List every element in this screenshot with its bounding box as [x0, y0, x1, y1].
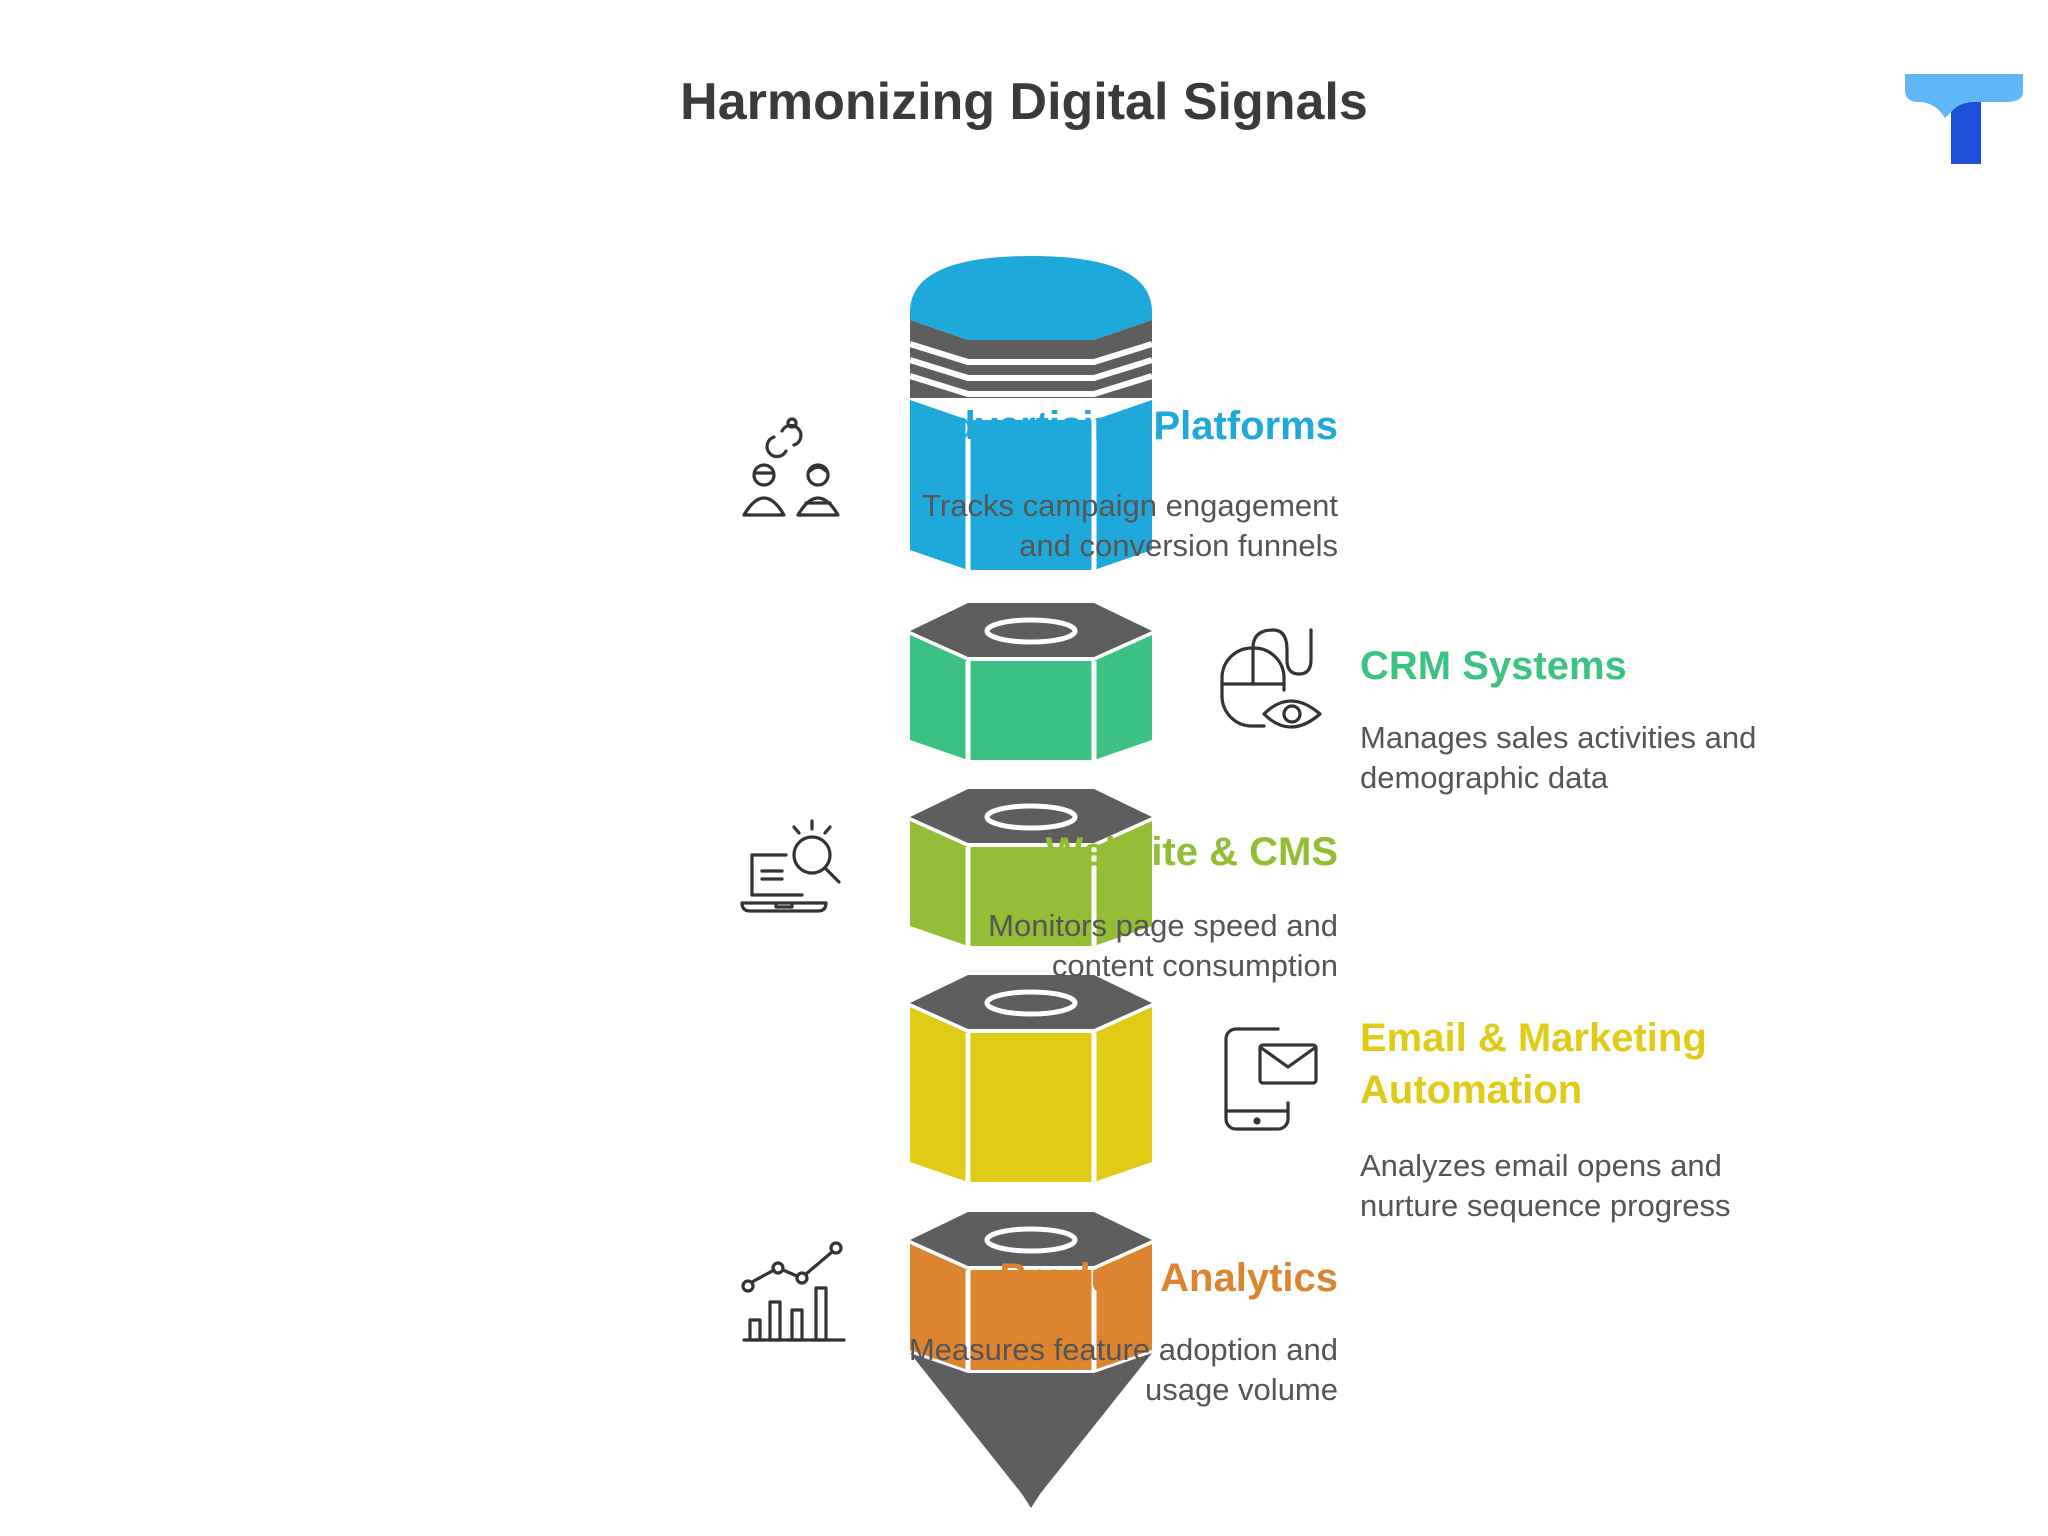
phone-mail-icon	[1222, 1025, 1322, 1135]
segment-3-face-right	[1094, 1007, 1152, 1182]
segment-1-hole	[984, 617, 1078, 645]
segment-0-band-line	[909, 357, 1153, 381]
segment-0-face-right	[1094, 400, 1152, 570]
brand-logo	[1905, 72, 2023, 164]
segment-2-hole	[984, 803, 1078, 831]
segment-4-edges	[965, 1270, 1097, 1370]
segment-3-top	[910, 975, 1152, 1029]
segment-2-edges	[965, 847, 1097, 946]
segment-4-hole	[984, 1226, 1078, 1254]
segment-3-face-left	[910, 1007, 968, 1182]
stage-3-description: Monitors page speed and content consumpt…	[988, 908, 1338, 984]
laptop-search-icon	[738, 815, 846, 923]
segment-0-face-front	[968, 420, 1094, 570]
segment-1-face-right	[1094, 635, 1152, 760]
stage-5-heading: Product Analytics	[999, 1256, 1338, 1300]
segment-0-cap	[910, 256, 1152, 340]
pencil-tip	[910, 1353, 1152, 1508]
segment-1-top	[910, 603, 1152, 657]
segment-3-face-front	[968, 1033, 1094, 1182]
segment-1-face-front	[968, 661, 1094, 760]
segment-1-face-left	[910, 635, 968, 760]
segment-4-face-right	[1094, 1244, 1152, 1370]
segment-4-face-left	[910, 1244, 968, 1370]
segment-0-band-line	[909, 341, 1153, 365]
stage-2-description: Manages sales activities and demographic…	[1360, 720, 1757, 796]
segment-0-face-left	[910, 400, 968, 570]
people-link-icon	[738, 415, 846, 525]
segment-3-hole	[984, 989, 1078, 1017]
segment-1-edges	[965, 661, 1097, 760]
stage-4-heading: Email & Marketing Automation	[1360, 1016, 1707, 1112]
stage-1-heading: Advertising Platforms	[922, 404, 1338, 448]
segment-0-edges	[965, 420, 1097, 570]
stage-4-description: Analyzes email opens and nurture sequenc…	[1360, 1148, 1731, 1224]
stage-1-description: Tracks campaign engagement and conversio…	[922, 488, 1338, 564]
stage-2-heading: CRM Systems	[1360, 644, 1627, 688]
stage-5-description: Measures feature adoption and usage volu…	[908, 1332, 1338, 1408]
segment-4-face-front	[968, 1270, 1094, 1370]
segment-2-face-front	[968, 847, 1094, 946]
segment-0-band-line	[909, 373, 1153, 397]
bar-chart-trend-icon	[740, 1236, 848, 1348]
segment-4-top	[910, 1212, 1152, 1266]
segment-2-face-left	[910, 821, 968, 946]
stage-3-heading: Website & CMS	[1045, 830, 1338, 874]
mouse-eye-icon	[1218, 628, 1328, 736]
segment-2-face-right	[1094, 821, 1152, 946]
segment-2-top	[910, 789, 1152, 843]
segment-3-edges	[965, 1033, 1097, 1182]
diagram-title: Harmonizing Digital Signals	[680, 73, 1368, 131]
